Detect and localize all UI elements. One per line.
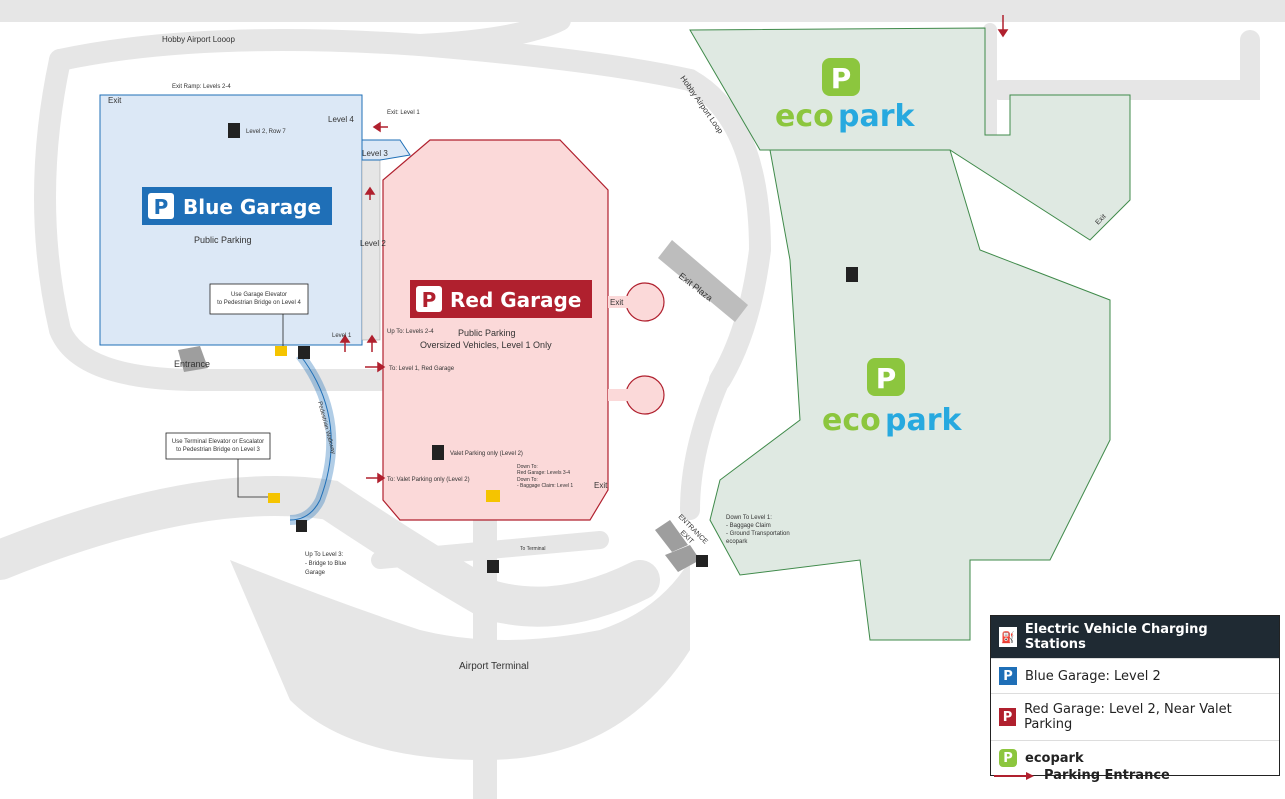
svg-text:P: P [831, 62, 852, 95]
to-terminal-label: To Terminal [520, 546, 545, 552]
terminal-elevator-note [165, 432, 271, 460]
ev-charging-icon: ⛽ [999, 627, 1017, 647]
red-exit-2-label: Exit [594, 481, 608, 490]
legend-entrance-label: Parking Entrance [1044, 768, 1170, 783]
eco-down-4: ecopark [726, 539, 748, 545]
to-valet-label: To: Valet Parking only (Level 2) [387, 477, 470, 483]
up-to-level3-3: Garage [305, 570, 326, 576]
up-to-level3-1: Up To Level 3: [305, 552, 344, 558]
down-to-1: Down To: [517, 464, 538, 470]
level2-label: Level 2 [360, 239, 386, 248]
red-exit-label: Exit [610, 298, 624, 307]
blue-elevator-note-1: Use Garage Elevator [231, 292, 287, 298]
exit-level1-label: Exit: Level 1 [387, 110, 420, 116]
parking-entrance-arrows [339, 15, 1009, 484]
svg-text:park: park [838, 99, 916, 134]
valet-level2-label: Valet Parking only (Level 2) [450, 451, 523, 457]
airport-terminal-label: Airport Terminal [459, 661, 529, 672]
hobby-loop-top-label: Hobby Airport Looop [162, 35, 235, 44]
svg-text:P: P [422, 288, 437, 312]
legend-row-red: P Red Garage: Level 2, Near Valet Parkin… [991, 693, 1279, 740]
legend-eco-label: ecopark [1025, 750, 1084, 766]
svg-text:park: park [885, 403, 963, 438]
red-p-icon: P [999, 708, 1017, 726]
svg-text:eco: eco [822, 403, 881, 438]
blue-garage-badge: P Blue Garage [142, 187, 332, 225]
to-level1-red-label: To: Level 1, Red Garage [389, 366, 455, 372]
red-garage-area [382, 139, 609, 521]
airport-terminal-area [230, 560, 690, 760]
blue-entrance-label: Entrance [174, 359, 210, 369]
eco-down-2: - Baggage Claim [726, 523, 771, 529]
legend-row-eco: P ecopark [991, 740, 1279, 775]
level4-label: Level 4 [328, 115, 354, 124]
up-to-levels-label: Up To: Levels 2-4 [387, 329, 434, 335]
pedestrian-icon [296, 346, 499, 573]
level3-label: Level 3 [362, 149, 388, 158]
down-to-red: Red Garage: Levels 3-4 [517, 470, 570, 476]
down-to-baggage: - Baggage Claim: Level 1 [517, 483, 573, 489]
parking-entrance-legend: Parking Entrance [994, 768, 1170, 783]
eco-down-1: Down To Level 1: [726, 515, 772, 521]
terminal-note-2: to Pedestrian Bridge on Level 3 [176, 447, 260, 453]
blue-exit-label: Exit [108, 96, 122, 105]
ecopark-logo-south: P eco park [822, 358, 963, 438]
exit-ramp-label: Exit Ramp: Levels 2-4 [172, 84, 231, 90]
blue-elevator-note-2: to Pedestrian Bridge on Level 4 [217, 300, 301, 306]
red-garage-sub-1: Public Parking [458, 328, 516, 338]
blue-garage-sub: Public Parking [194, 235, 252, 245]
legend-header: ⛽ Electric Vehicle Charging Stations [991, 616, 1279, 658]
svg-text:eco: eco [775, 99, 834, 134]
ecopark-logo-north: P eco park [775, 58, 916, 134]
ev-charging-legend: ⛽ Electric Vehicle Charging Stations P B… [990, 615, 1280, 776]
red-arrow-icon [994, 771, 1034, 780]
ev-charging-icon [228, 123, 858, 567]
blue-p-icon: P [999, 667, 1017, 685]
eco-down-3: - Ground Transportation [726, 531, 790, 537]
eco-p-icon: P [999, 749, 1017, 767]
up-to-level3-2: - Bridge to Blue [305, 561, 347, 567]
legend-red-label: Red Garage: Level 2, Near Valet Parking [1024, 702, 1232, 732]
down-to-2: Down To: [517, 477, 538, 483]
svg-text:P: P [876, 362, 897, 395]
legend-title: Electric Vehicle Charging Stations [1024, 622, 1208, 652]
blue-elevator-note [209, 283, 309, 315]
terminal-note-1: Use Terminal Elevator or Escalator [172, 439, 264, 445]
ev-blue-note: Level 2, Row 7 [246, 129, 286, 135]
level1-label: Level 1 [332, 333, 352, 339]
legend-row-blue: P Blue Garage: Level 2 [991, 658, 1279, 693]
red-garage-sub-2: Oversized Vehicles, Level 1 Only [420, 340, 552, 350]
svg-text:Red Garage: Red Garage [450, 288, 581, 312]
svg-text:P: P [154, 195, 169, 219]
red-garage-badge: P Red Garage [410, 280, 592, 318]
svg-text:Blue Garage: Blue Garage [183, 195, 321, 219]
legend-blue-label: Blue Garage: Level 2 [1025, 668, 1161, 684]
ecopark-south-area [709, 149, 1111, 641]
